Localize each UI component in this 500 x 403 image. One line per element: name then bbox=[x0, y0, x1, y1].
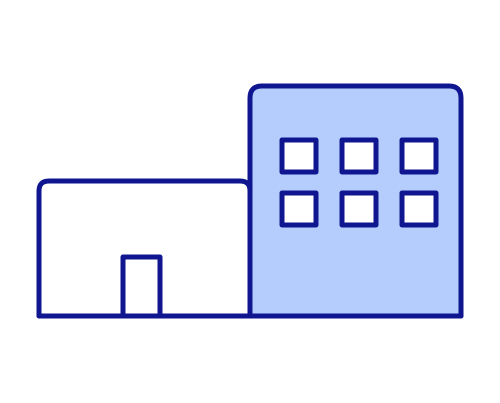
window-r1-c2 bbox=[339, 137, 379, 175]
window-r2-c2 bbox=[339, 190, 379, 228]
low-building bbox=[36, 178, 253, 319]
low-building-body bbox=[36, 178, 253, 319]
office-tower bbox=[247, 83, 464, 319]
door bbox=[120, 254, 163, 319]
window-r1-c3 bbox=[399, 137, 439, 175]
window-r2-c1 bbox=[279, 190, 319, 228]
window-r2-c3 bbox=[399, 190, 439, 228]
tower-windows bbox=[279, 137, 439, 228]
window-r1-c1 bbox=[279, 137, 319, 175]
